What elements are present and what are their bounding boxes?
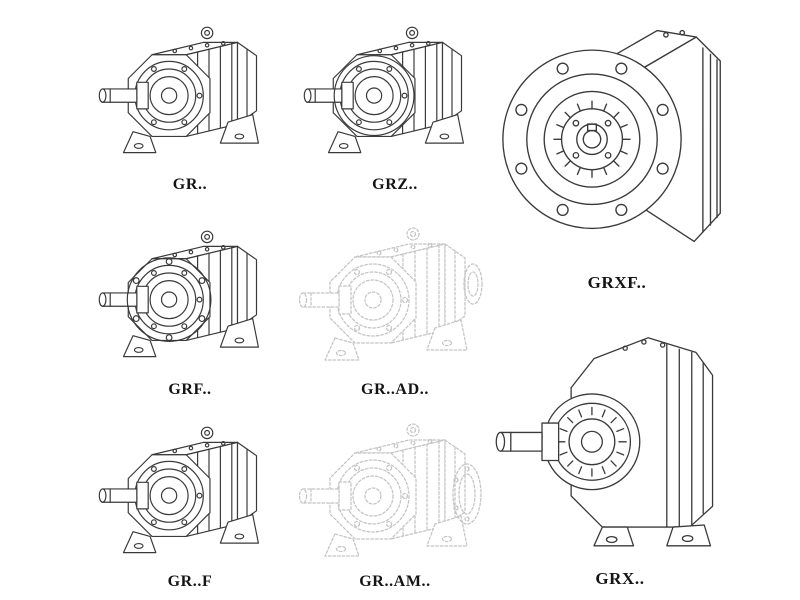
model-label-grad: GR..AD.. <box>361 381 429 398</box>
model-label-grf: GRF.. <box>168 381 212 398</box>
gearbox-drawing-grf-foot <box>95 405 285 571</box>
figure-gram: GR..AM.. <box>295 405 495 597</box>
gearbox-drawing-grxf <box>492 0 742 272</box>
gearbox-drawing-grf <box>95 205 285 379</box>
figure-grz: GRZ.. <box>300 2 490 200</box>
figure-grx: GRX.. <box>490 300 750 594</box>
model-label-gr: GR.. <box>172 176 208 193</box>
figure-grad: GR..AD.. <box>295 205 495 405</box>
gearbox-drawing-grx <box>490 300 750 568</box>
model-label-grf-foot: GR..F <box>167 573 213 590</box>
figure-grf-foot: GR..F <box>95 405 285 597</box>
figure-gr: GR.. <box>95 2 285 200</box>
model-label-grxf: GRXF.. <box>587 273 647 292</box>
figure-grxf: GRXF.. <box>492 0 742 298</box>
gearbox-drawing-grz <box>300 2 490 174</box>
model-label-gram: GR..AM.. <box>359 573 431 590</box>
gearbox-drawing-gram <box>295 405 482 571</box>
gearbox-drawing-gr <box>95 2 285 174</box>
model-label-grx: GRX.. <box>595 569 645 588</box>
gearbox-drawing-grad <box>295 205 483 379</box>
figure-grf: GRF.. <box>95 205 285 405</box>
model-label-grz: GRZ.. <box>372 176 418 193</box>
